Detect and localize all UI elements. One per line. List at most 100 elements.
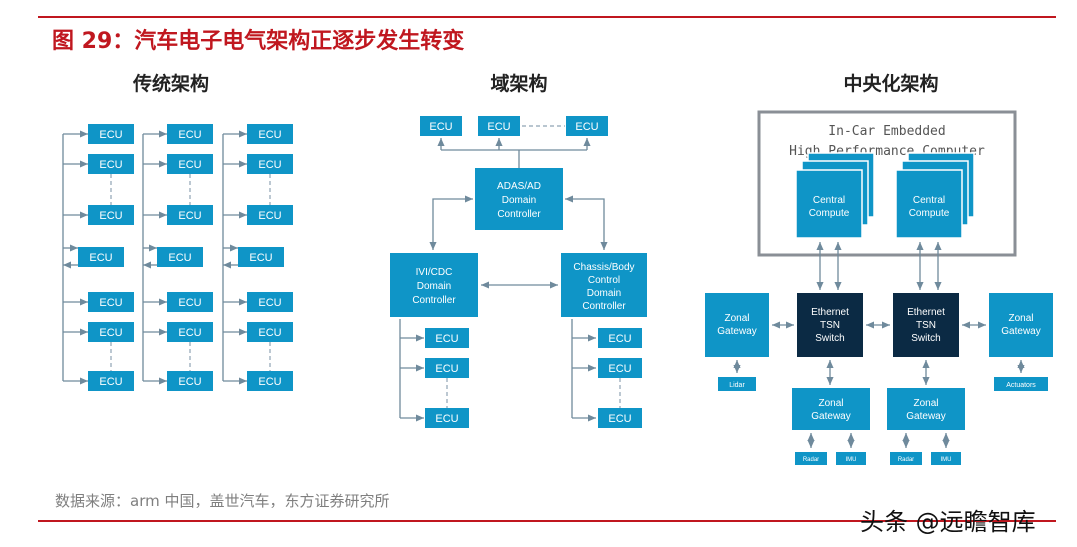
switch-label-line3: Switch [815,333,844,344]
adas-domain-controller [475,168,563,230]
ecu-box [247,154,293,174]
zonal-label-line2: Gateway [717,326,756,337]
ethernet-tsn-switch-1 [797,293,863,357]
ivi-label-line1: IVI/CDC [416,267,453,278]
zonal-label-line2: Gateway [811,411,850,422]
imu-sensor [931,452,961,465]
ecu-label: ECU [178,376,201,388]
switch-label-line2: TSN [820,320,840,331]
ecu-label: ECU [178,210,201,222]
ecu-box [425,408,469,428]
ecu-label: ECU [178,297,201,309]
ivi-label-line3: Controller [412,295,456,306]
switch-label-line1: Ethernet [907,307,945,318]
traditional-column-1: ECU ECU ECU ECU ECU ECU ECU [62,124,134,391]
zonal-gateway-left [705,293,769,357]
ecu-label: ECU [178,129,201,141]
zonal-label-line2: Gateway [1001,326,1040,337]
central-compute-2 [895,169,963,239]
ecu-box [566,116,608,136]
zonal-gateway-right [989,293,1053,357]
ecu-box [88,154,134,174]
ecu-box [88,205,134,225]
zonal-gateway-bottom-1 [792,388,870,430]
ecu-box [88,292,134,312]
chassis-label-line3: Domain [587,288,621,299]
ecu-label: ECU [608,413,631,425]
ecu-label: ECU [258,159,281,171]
central-compute-1 [795,169,863,239]
ecu-label: ECU [258,327,281,339]
radar-sensor [795,452,827,465]
ecu-box [598,328,642,348]
bottom-rule [38,520,1056,522]
ecu-box [420,116,462,136]
zonal-label-line1: Zonal [818,398,843,409]
ethernet-tsn-switch-2 [893,293,959,357]
ecu-label: ECU [608,333,631,345]
ecu-label: ECU [89,252,112,264]
ecu-box [167,154,213,174]
radar-sensor [890,452,922,465]
ecu-label: ECU [258,376,281,388]
switch-label-line3: Switch [911,333,940,344]
ecu-label: ECU [487,121,510,133]
ecu-label: ECU [99,210,122,222]
chassis-label-line2: Control [588,275,620,286]
ecu-box [88,322,134,342]
ecu-box [88,124,134,144]
central-compute-label-line1: Central [913,195,945,206]
ecu-box [238,247,284,267]
ecu-label: ECU [258,297,281,309]
switch-label-line1: Ethernet [811,307,849,318]
ecu-label: ECU [429,121,452,133]
domain-title: 域架构 [490,72,547,95]
ecu-label: ECU [178,159,201,171]
imu-sensor [836,452,866,465]
central-title: 中央化架构 [843,72,938,95]
ivi-domain-controller [390,253,478,317]
ecu-box [167,205,213,225]
switch-label-line2: TSN [916,320,936,331]
ecu-label: ECU [435,413,458,425]
lidar-label: Lidar [729,382,745,389]
ecu-label: ECU [608,363,631,375]
ecu-box [247,124,293,144]
ivi-label-line2: Domain [417,281,451,292]
ecu-box [247,292,293,312]
ecu-label: ECU [249,252,272,264]
ecu-box [167,124,213,144]
ecu-box [425,358,469,378]
chassis-label-line1: Chassis/Body [573,262,634,273]
ecu-box [167,371,213,391]
traditional-column-2: ECU ECU ECU ECU ECU ECU ECU [142,124,213,391]
ecu-label: ECU [575,121,598,133]
ecu-label: ECU [99,376,122,388]
ecu-box [247,205,293,225]
ecu-box [598,358,642,378]
figure-title: 图 29：汽车电子电气架构正逐步发生转变 [52,29,465,54]
radar-label: Radar [803,457,819,463]
ecu-box [425,328,469,348]
domain-architecture: ECU ECU ECU ADAS/AD Domain Controller IV… [390,116,647,428]
ecu-box [157,247,203,267]
actuators-label: Actuators [1006,382,1036,389]
ecu-label: ECU [168,252,191,264]
chassis-label-line4: Controller [582,301,626,312]
zonal-label-line1: Zonal [724,313,749,324]
ecu-label: ECU [178,327,201,339]
ecu-box [598,408,642,428]
actuators [994,377,1048,391]
centralized-architecture: In-Car Embedded High Performance Compute… [705,110,1053,465]
adas-label-line3: Controller [497,209,541,220]
zonal-gateway-bottom-2 [887,388,965,430]
traditional-column-3: ECU ECU ECU ECU ECU ECU ECU [222,124,293,391]
ecu-label: ECU [435,333,458,345]
adas-label-line2: Domain [502,195,536,206]
top-rule [38,16,1056,18]
ecu-box [478,116,520,136]
watermark: 头条 @远瞻智库 [860,508,1036,536]
ecu-box [247,322,293,342]
zonal-label-line1: Zonal [1008,313,1033,324]
